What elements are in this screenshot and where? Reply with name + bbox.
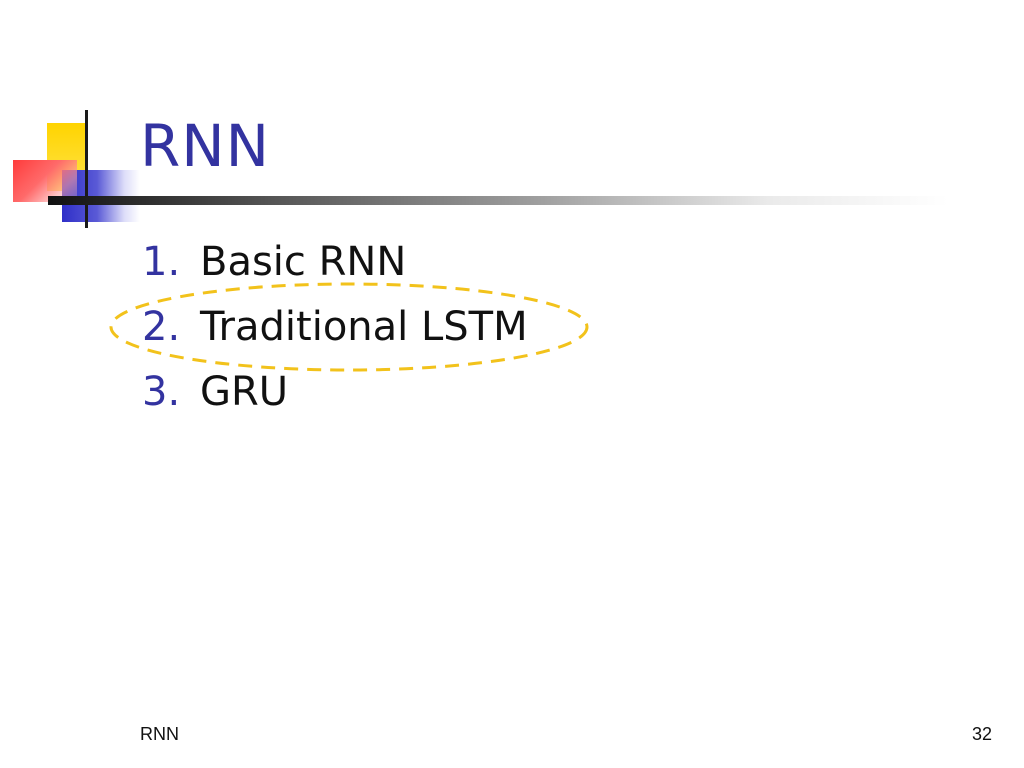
numbered-list: 1. Basic RNN 2. Traditional LSTM 3. GRU <box>142 232 528 427</box>
title-underline <box>48 196 948 205</box>
highlight-ellipse <box>109 282 589 372</box>
list-item-number: 3. <box>142 369 181 415</box>
list-item-number: 2. <box>142 304 181 350</box>
page-number: 32 <box>971 724 992 744</box>
red-square-decoration <box>13 160 77 202</box>
vertical-rule <box>85 110 88 228</box>
footer-label: RNN <box>140 724 179 744</box>
list-item-number: 1. <box>142 239 181 285</box>
slide-title: RNN <box>140 112 271 180</box>
list-item: 3. GRU <box>142 362 528 427</box>
list-item-text: Basic RNN <box>200 239 407 285</box>
list-item-highlighted: 2. Traditional LSTM <box>142 297 528 362</box>
list-item-text: GRU <box>200 369 289 415</box>
list-item-text: Traditional LSTM <box>200 304 528 350</box>
list-item: 1. Basic RNN <box>142 232 528 297</box>
